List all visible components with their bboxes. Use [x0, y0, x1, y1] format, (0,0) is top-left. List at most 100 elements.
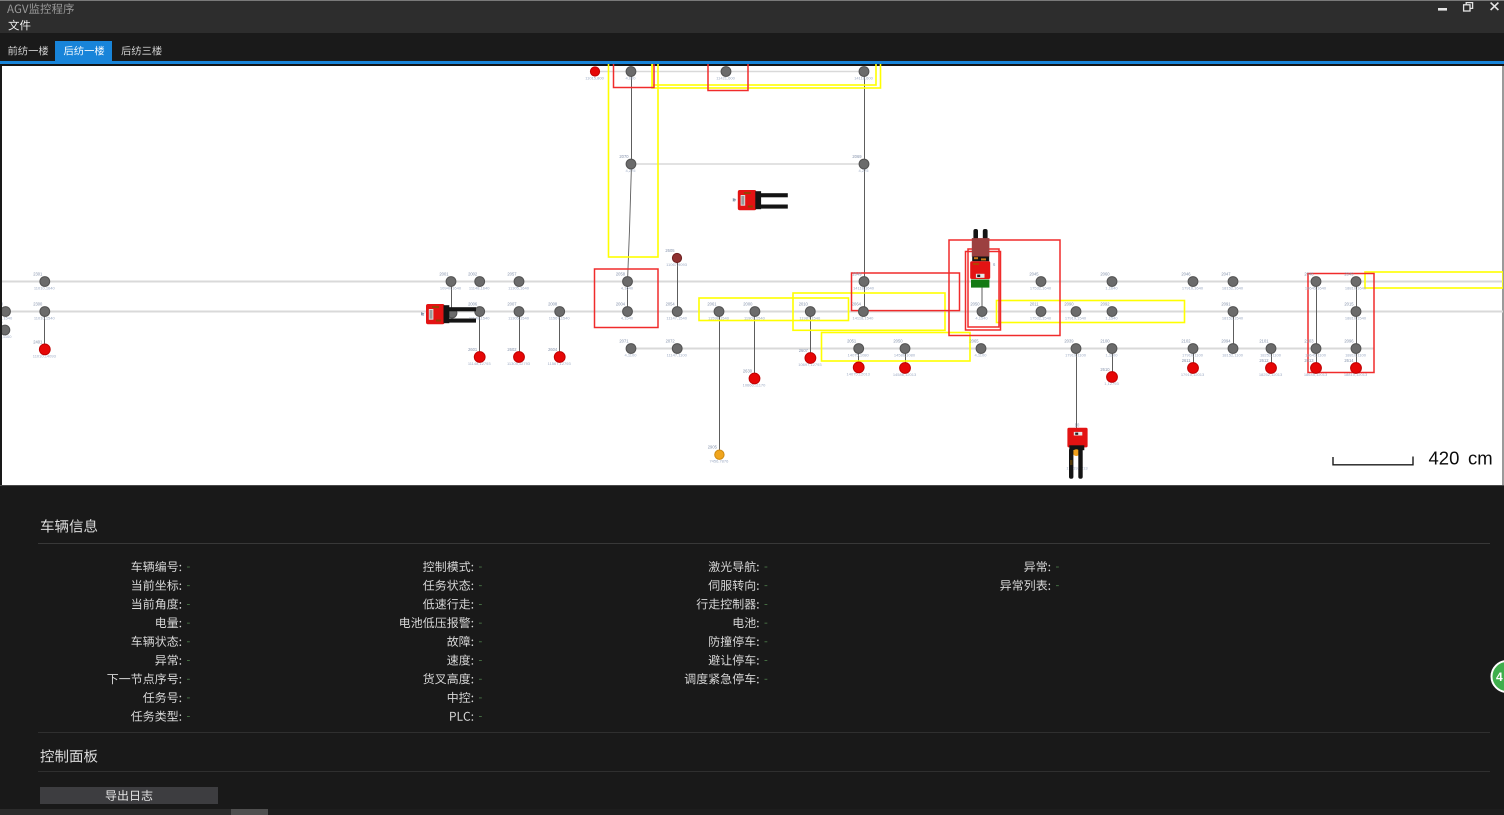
svg-text:11598,1540: 11598,1540: [708, 315, 730, 320]
svg-text:18645,1100: 18645,1100: [1305, 352, 1327, 357]
svg-text:18645,12013: 18645,12013: [1304, 372, 1328, 377]
svg-text:2612: 2612: [1259, 358, 1269, 363]
svg-text:10: 10: [1075, 422, 1080, 427]
svg-text:2057: 2057: [507, 272, 517, 277]
svg-text:11148,12793: 11148,12793: [468, 361, 492, 366]
svg-text:2051: 2051: [847, 339, 857, 344]
svg-text:0: 0: [2, 302, 4, 307]
svg-text:17532,1640: 17532,1640: [1030, 285, 1052, 290]
svg-text:18252,12013: 18252,12013: [1259, 372, 1283, 377]
svg-text:14075,12013: 14075,12013: [847, 371, 871, 376]
svg-text:0: 0: [2, 320, 3, 325]
svg-text:17919,1100: 17919,1100: [1065, 352, 1087, 357]
svg-text:11567,12793: 11567,12793: [548, 361, 572, 366]
svg-text:11148,1640: 11148,1640: [469, 285, 490, 290]
svg-text:14075,1080: 14075,1080: [848, 352, 870, 357]
svg-text:11987,1540: 11987,1540: [799, 315, 821, 320]
svg-text:17910,1100: 17910,1100: [1182, 352, 1204, 357]
svg-text:4,1640: 4,1640: [621, 285, 634, 290]
svg-text:2096: 2096: [1344, 339, 1354, 344]
svg-text:2000: 2000: [743, 302, 753, 307]
svg-text:2602: 2602: [507, 347, 517, 352]
svg-text:2100: 2100: [1100, 339, 1110, 344]
svg-text:2103: 2103: [1304, 339, 1314, 344]
svg-text:18152,1540: 18152,1540: [1222, 315, 1244, 320]
svg-text:2049: 2049: [852, 272, 862, 277]
svg-text:10940,1640: 10940,1640: [440, 285, 462, 290]
svg-text:11305,1540: 11305,1540: [508, 315, 530, 320]
svg-text:2046: 2046: [1181, 272, 1191, 277]
svg-text:2072: 2072: [666, 339, 676, 344]
svg-text:2004: 2004: [616, 302, 626, 307]
svg-text:14586,1080: 14586,1080: [894, 352, 916, 357]
svg-text:11010,1540: 11010,1540: [34, 315, 56, 320]
svg-text:11147,1540: 11147,1540: [666, 315, 687, 320]
svg-text:11567,1540: 11567,1540: [549, 315, 571, 320]
svg-text:2039: 2039: [1064, 339, 1074, 344]
svg-text:2002: 2002: [468, 272, 478, 277]
svg-text:2301: 2301: [33, 272, 43, 277]
svg-text:2601: 2601: [468, 347, 478, 352]
svg-text:cm: cm: [1468, 448, 1493, 469]
svg-text:2300: 2300: [33, 302, 43, 307]
svg-text:2006: 2006: [468, 302, 478, 307]
svg-text:2607: 2607: [799, 348, 809, 353]
svg-text:2050: 2050: [893, 339, 903, 344]
svg-text:11010,1640: 11010,1640: [34, 285, 56, 290]
svg-text:2045: 2045: [1029, 272, 1039, 277]
svg-text:10697,12793: 10697,12793: [798, 362, 822, 367]
svg-text:2070: 2070: [619, 154, 629, 159]
svg-text:2630: 2630: [743, 369, 753, 374]
svg-text:2611: 2611: [1182, 358, 1192, 363]
svg-text:2049: 2049: [1344, 272, 1354, 277]
svg-text:4,275: 4,275: [625, 168, 636, 173]
svg-text:4,1540: 4,1540: [975, 315, 988, 320]
svg-text:10,1100: 10,1100: [2, 334, 12, 339]
svg-text:2001: 2001: [439, 272, 449, 277]
svg-text:11067,9093: 11067,9093: [666, 262, 688, 267]
svg-text:1,1100: 1,1100: [1106, 352, 1119, 357]
svg-text:1,1540: 1,1540: [1105, 315, 1118, 320]
svg-text:2007: 2007: [507, 302, 517, 307]
svg-text:2010: 2010: [799, 302, 809, 307]
svg-text:2047: 2047: [1221, 272, 1231, 277]
svg-text:18810,12013: 18810,12013: [1344, 372, 1368, 377]
svg-text:11421,600: 11421,600: [716, 75, 735, 80]
svg-text:2604: 2604: [548, 347, 558, 352]
svg-text:11909,1540: 11909,1540: [744, 315, 766, 320]
svg-text:11305,12793: 11305,12793: [507, 361, 531, 366]
svg-text:2101: 2101: [1259, 339, 1269, 344]
svg-text:2401: 2401: [33, 339, 43, 344]
svg-text:1,1640: 1,1640: [1105, 285, 1118, 290]
svg-text:17910,1640: 17910,1640: [1182, 285, 1204, 290]
svg-text:2610: 2610: [1100, 367, 1110, 372]
svg-text:2048: 2048: [1304, 272, 1314, 277]
svg-text:4,1100: 4,1100: [625, 352, 638, 357]
svg-text:2092: 2092: [1100, 302, 1110, 307]
svg-text:1,12793: 1,12793: [1104, 381, 1119, 386]
svg-text:18645,1640: 18645,1640: [1305, 285, 1327, 290]
svg-text:2058: 2058: [616, 272, 626, 277]
svg-text:2060: 2060: [1100, 272, 1110, 277]
svg-text:2613: 2613: [1304, 358, 1314, 363]
svg-text:2008: 2008: [548, 302, 558, 307]
svg-text:7456,7876: 7456,7876: [709, 459, 729, 464]
svg-text:2094: 2094: [1221, 339, 1231, 344]
svg-text:18252,1100: 18252,1100: [1260, 352, 1282, 357]
svg-text:2102: 2102: [1181, 339, 1191, 344]
svg-text:11305,1640: 11305,1640: [508, 285, 530, 290]
svg-text:18810,1640: 18810,1640: [1345, 285, 1367, 290]
svg-text:18810,1540: 18810,1540: [1345, 315, 1367, 320]
svg-text:2064: 2064: [852, 302, 862, 307]
svg-text:18152,1100: 18152,1100: [1222, 352, 1244, 357]
svg-text:2090: 2090: [1064, 302, 1074, 307]
svg-text:2054: 2054: [666, 302, 676, 307]
svg-text:4,1540: 4,1540: [621, 315, 634, 320]
svg-text:6: 6: [993, 262, 996, 267]
svg-text:14118,1540: 14118,1540: [852, 315, 874, 320]
svg-text:4,275: 4,275: [858, 168, 869, 173]
svg-text:17919,8213: 17919,8213: [1066, 466, 1088, 471]
svg-text:18152,1640: 18152,1640: [1222, 285, 1244, 290]
svg-text:10,1540: 10,1540: [2, 315, 13, 320]
svg-text:2069: 2069: [852, 154, 862, 159]
